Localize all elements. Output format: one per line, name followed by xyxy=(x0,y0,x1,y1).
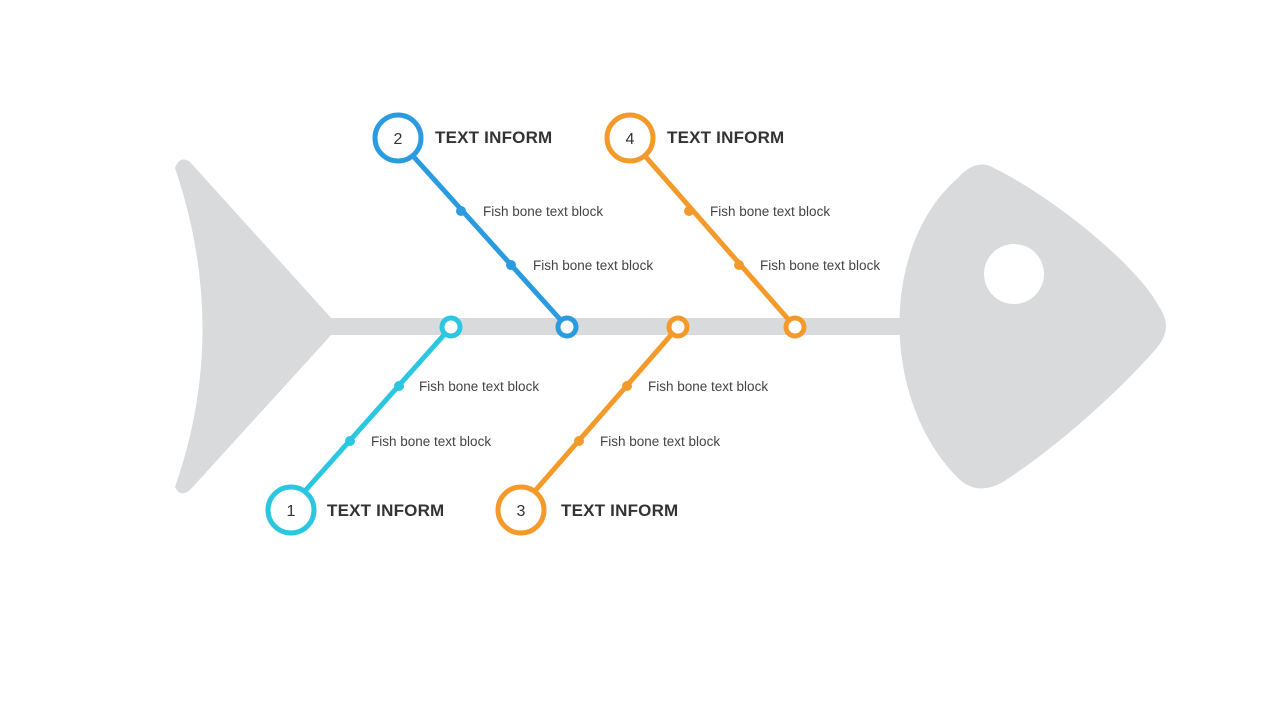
branch-2-item-2: Fish bone text block xyxy=(533,258,653,273)
branch-3-number: 3 xyxy=(517,503,526,520)
branch-3 xyxy=(495,315,690,536)
branch-4-number: 4 xyxy=(626,131,635,148)
fish-head xyxy=(899,164,1166,489)
branch-1-number: 1 xyxy=(287,503,296,520)
branch-1-number-circle xyxy=(265,484,317,536)
branch-4 xyxy=(604,112,807,339)
fish-tail xyxy=(175,159,333,494)
fish-skeleton xyxy=(175,159,1166,494)
branch-3-number-circle xyxy=(495,484,547,536)
branch-4-spine-node xyxy=(783,315,807,339)
branch-3-item-1: Fish bone text block xyxy=(648,379,768,394)
branch-4-dot-2 xyxy=(734,260,744,270)
branch-1-spine-node xyxy=(439,315,463,339)
branch-4-number-circle xyxy=(604,112,656,164)
branch-1-title: TEXT INFORM xyxy=(327,501,444,520)
branch-2-title: TEXT INFORM xyxy=(435,128,552,147)
branch-3-spine-node xyxy=(666,315,690,339)
branch-2 xyxy=(372,112,579,339)
branch-1-dot-1 xyxy=(394,381,404,391)
fish-eye xyxy=(984,244,1044,304)
branch-1-dot-2 xyxy=(345,436,355,446)
branch-1-item-2: Fish bone text block xyxy=(371,434,491,449)
branch-1-item-1: Fish bone text block xyxy=(419,379,539,394)
branch-4-dot-1 xyxy=(684,206,694,216)
branch-4-item-1: Fish bone text block xyxy=(710,204,830,219)
branch-3-item-2: Fish bone text block xyxy=(600,434,720,449)
branch-4-item-2: Fish bone text block xyxy=(760,258,880,273)
branch-2-spine-node xyxy=(555,315,579,339)
branch-4-title: TEXT INFORM xyxy=(667,128,784,147)
branch-1 xyxy=(265,315,463,536)
branch-2-item-1: Fish bone text block xyxy=(483,204,603,219)
branch-3-dot-2 xyxy=(574,436,584,446)
branch-2-dot-1 xyxy=(456,206,466,216)
branch-3-dot-1 xyxy=(622,381,632,391)
branch-2-dot-2 xyxy=(506,260,516,270)
branch-2-number-circle xyxy=(372,112,424,164)
branch-3-title: TEXT INFORM xyxy=(561,501,678,520)
branch-2-number: 2 xyxy=(394,131,403,148)
fish-spine xyxy=(328,318,918,335)
